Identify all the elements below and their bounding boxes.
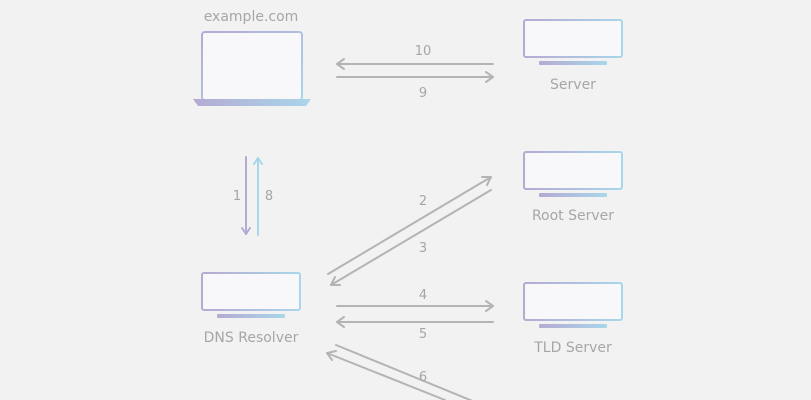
arrow-step-4 [336, 300, 494, 312]
client-label: example.com [204, 9, 299, 25]
step-label-4: 4 [419, 288, 427, 303]
tld-server-label: TLD Server [533, 340, 612, 356]
tld-server-icon [522, 281, 624, 330]
dns-resolver-icon [200, 271, 302, 320]
dns-resolver-label: DNS Resolver [204, 330, 299, 346]
step-label-1: 1 [233, 189, 241, 204]
arrow-step-7 [326, 350, 446, 400]
arrow-step-6 [335, 344, 473, 400]
step-label-5: 5 [419, 327, 427, 342]
server-label: Server [550, 77, 596, 93]
arrow-step-1 [241, 156, 251, 235]
arrow-step-8 [253, 157, 263, 236]
arrow-step-3 [330, 189, 492, 286]
laptop-icon [193, 31, 311, 106]
step-label-10: 10 [415, 44, 432, 59]
arrow-step-9 [336, 71, 494, 83]
step-label-2: 2 [419, 194, 427, 209]
server-icon [522, 18, 624, 67]
step-label-9: 9 [419, 86, 427, 101]
step-label-3: 3 [419, 241, 427, 256]
step-label-6: 6 [419, 370, 427, 385]
step-label-8: 8 [265, 189, 273, 204]
arrow-step-10 [336, 58, 494, 70]
root-server-icon [522, 150, 624, 199]
arrow-step-5 [336, 316, 494, 328]
root-server-label: Root Server [532, 208, 614, 224]
arrow-step-2 [327, 176, 492, 275]
